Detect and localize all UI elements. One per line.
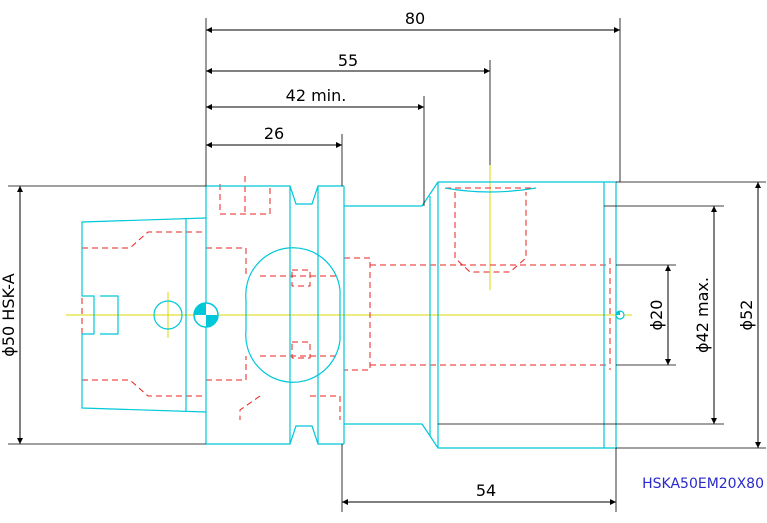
dim-body-diameter: ϕ52 xyxy=(737,300,756,331)
origin-marker-icon xyxy=(193,302,219,328)
centerline xyxy=(66,165,632,338)
dim-length-55: 55 xyxy=(338,51,358,70)
dim-min-clamp-length: 42 min. xyxy=(286,86,347,105)
end-marker-icon xyxy=(615,310,625,320)
part-id-label: HSKA50EM20X80 xyxy=(642,476,764,492)
dim-max-diameter: ϕ42 max. xyxy=(693,277,712,353)
extension-lines xyxy=(8,18,766,512)
dim-shank-length: 54 xyxy=(476,481,496,500)
dim-bore-diameter: ϕ20 xyxy=(647,300,666,331)
dim-flange-length: 26 xyxy=(264,124,284,143)
dim-hsk-diameter: ϕ50 HSK-A xyxy=(0,273,18,356)
dim-overall-length: 80 xyxy=(405,9,425,28)
hidden-lines xyxy=(81,176,611,420)
dimension-lines xyxy=(17,27,761,505)
